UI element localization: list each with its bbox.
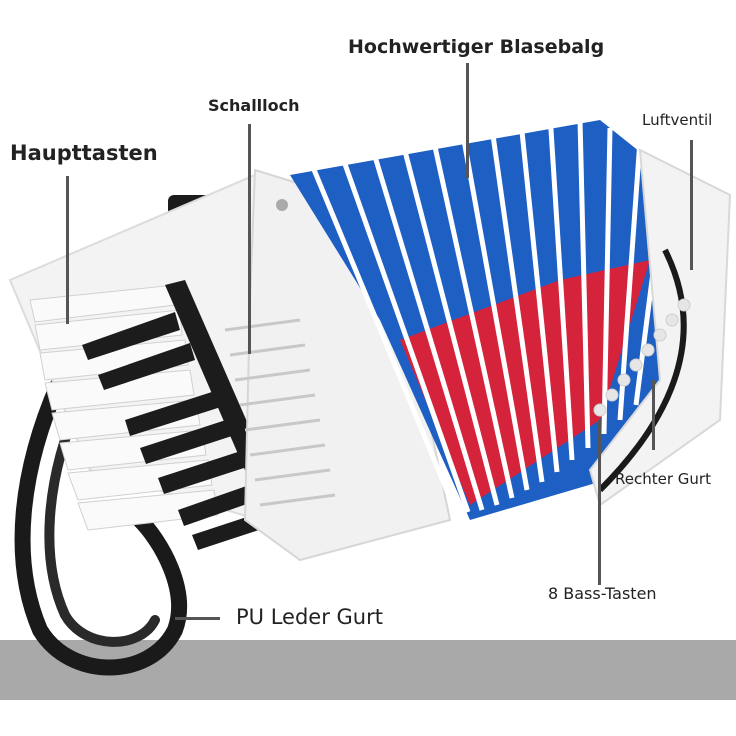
- bellows: [290, 111, 700, 520]
- label-sound-hole: Schallloch: [208, 96, 300, 115]
- bottom-margin: [0, 700, 736, 736]
- label-pu-strap: PU Leder Gurt: [236, 605, 383, 629]
- label-bass-keys: 8 Bass-Tasten: [548, 584, 657, 603]
- body-screw: [276, 199, 288, 211]
- label-air-valve: Luftventil: [642, 111, 713, 129]
- leader-sound-hole: [248, 124, 251, 354]
- bass-keys: [593, 298, 691, 417]
- pu-leather-strap: [14, 372, 188, 676]
- label-main-keys: Haupttasten: [10, 141, 158, 165]
- label-right-strap: Rechter Gurt: [615, 470, 711, 488]
- leader-bellows: [466, 63, 469, 178]
- sound-hole-grille: [224, 318, 336, 507]
- right-strap: [597, 248, 687, 493]
- leader-air-valve: [690, 140, 693, 270]
- leader-right-strap: [652, 380, 655, 450]
- label-bellows: Hochwertiger Blasebalg: [348, 36, 605, 58]
- leader-pu-strap: [175, 617, 220, 620]
- leader-bass-keys: [598, 420, 601, 585]
- pu-leather-strap-inner: [44, 395, 160, 647]
- leader-main-keys: [66, 176, 69, 324]
